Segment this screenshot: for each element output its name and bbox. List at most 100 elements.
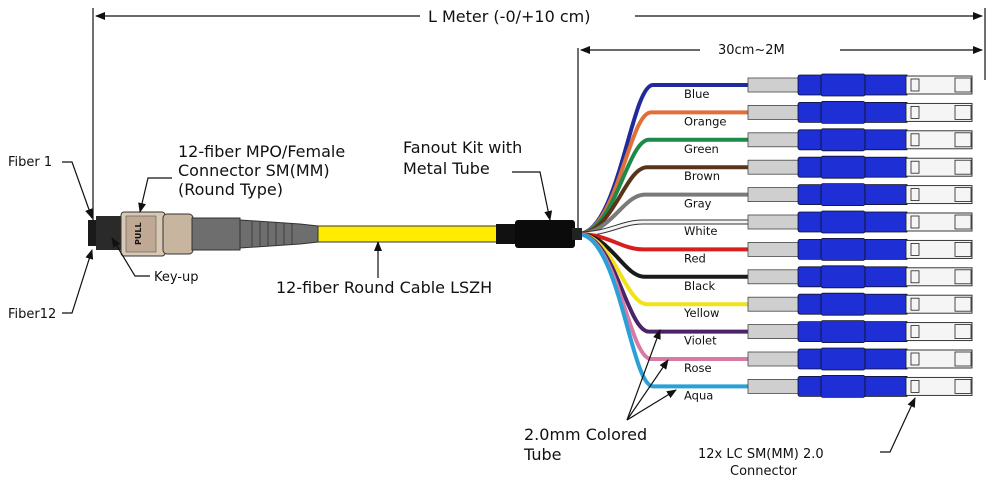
lc-boot: [747, 187, 801, 203]
lc-body-front: [864, 102, 908, 123]
lc-latch-detail: [910, 78, 920, 92]
lc-latch-detail: [910, 270, 920, 284]
length-label: L Meter (-0/+10 cm): [428, 7, 591, 26]
lc-body: [820, 210, 866, 234]
lc-body-rear: [797, 321, 823, 343]
lc-body-rear: [797, 238, 823, 260]
breakout-dimension: 30cm~2M: [577, 43, 983, 240]
fiber-blue: Blue: [577, 73, 973, 236]
fiber-white: White: [577, 210, 973, 238]
lc-body: [820, 265, 866, 289]
lc-leader: [880, 397, 916, 453]
lc-body-rear: [797, 266, 823, 288]
lc-boot: [747, 296, 801, 312]
lc-latch-detail: [910, 352, 920, 366]
lc-boot: [747, 77, 801, 93]
lc-latch-detail: [910, 325, 920, 339]
key-up-label: Key-up: [154, 270, 199, 285]
tube-label-line1: 2.0mm Colored: [524, 425, 647, 444]
lc-body-rear: [797, 375, 823, 397]
lc-latch-detail: [910, 106, 920, 119]
lc-boot: [747, 132, 801, 148]
lc-latch: [905, 376, 973, 396]
lc-latch-detail: [910, 188, 920, 202]
lc-body-front: [864, 348, 908, 370]
fiber-color-label: Blue: [684, 87, 709, 101]
lc-body-front: [864, 293, 908, 315]
lc-boot: [747, 241, 801, 257]
fiber-color-label: Aqua: [684, 388, 713, 402]
lc-body-front: [864, 321, 908, 343]
lc-latch-detail: [910, 297, 920, 311]
lc-body: [820, 292, 866, 316]
lc-latch-detail: [910, 160, 920, 174]
fiber1-label: Fiber 1: [8, 155, 52, 170]
lc-body-rear: [797, 293, 823, 315]
lc-body: [820, 101, 866, 124]
fiber-color-label: Green: [684, 142, 719, 156]
lc-latch: [905, 267, 973, 287]
lc-latch: [905, 102, 973, 122]
lc-latch: [905, 75, 973, 95]
mpo-label-line1: 12-fiber MPO/Female: [178, 142, 345, 161]
fanout-label-line1: Fanout Kit with: [403, 138, 522, 157]
fiber-aqua: Aqua: [577, 232, 973, 402]
mpo-label-line2: Connector SM(MM): [178, 161, 330, 180]
lc-ferrule: [954, 77, 972, 93]
lc-body-rear: [797, 211, 823, 233]
fiber-color-label: Gray: [684, 197, 712, 211]
lc-latch-detail: [910, 215, 920, 229]
lc-latch-detail: [910, 133, 920, 147]
lc-body-front: [864, 238, 908, 260]
pull-label: PULL: [134, 222, 143, 245]
lc-label-line1: 12x LC SM(MM) 2.0: [698, 447, 824, 462]
lc-ferrule: [954, 105, 972, 120]
lc-boot: [747, 378, 801, 394]
lc-body-front: [864, 375, 908, 397]
lc-body: [820, 347, 866, 371]
lc-boot: [747, 214, 801, 230]
lc-body: [820, 183, 866, 207]
lc-boot: [747, 159, 801, 175]
mpo-connector: PULL: [88, 211, 319, 257]
lc-boot: [747, 351, 801, 367]
fanout-label-line2: Metal Tube: [403, 159, 490, 178]
lc-latch: [905, 239, 973, 259]
fiber-color-label: Yellow: [683, 306, 719, 320]
lc-ferrule: [954, 296, 972, 312]
lc-latch-detail: [910, 242, 920, 256]
lc-body-front: [864, 74, 908, 96]
lc-label-line2: Connector: [730, 464, 798, 479]
lc-ferrule: [954, 269, 972, 285]
fiber-breakout-group: BlueOrangeGreenBrownGrayWhiteRedBlackYel…: [577, 73, 973, 402]
lc-boot: [747, 105, 801, 120]
fiber-red: Red: [577, 232, 973, 265]
fiber12-label: Fiber12: [8, 307, 56, 322]
lc-latch: [905, 212, 973, 232]
lc-latch: [905, 349, 973, 369]
fiber-brown: Brown: [577, 155, 973, 236]
fiber-yellow: Yellow: [577, 232, 973, 320]
lc-ferrule: [954, 214, 972, 230]
lc-latch: [905, 130, 973, 150]
tube-leaders: [626, 329, 677, 421]
fiber-color-label: Black: [684, 279, 715, 293]
lc-body-front: [864, 211, 908, 233]
lc-latch: [905, 294, 973, 314]
mpo-label-line3: (Round Type): [178, 180, 283, 199]
fiber-color-label: White: [684, 224, 717, 238]
lc-body: [820, 320, 866, 344]
lc-ferrule: [954, 132, 972, 148]
cable-label: 12-fiber Round Cable LSZH: [276, 278, 492, 297]
lc-body: [820, 237, 866, 261]
lc-boot: [747, 324, 801, 340]
lc-latch: [905, 322, 973, 342]
lc-ferrule: [954, 159, 972, 175]
fiber-color-label: Rose: [684, 361, 712, 375]
lc-body: [820, 155, 866, 179]
lc-body-front: [864, 156, 908, 178]
lc-body-front: [864, 266, 908, 288]
lc-ferrule: [954, 351, 972, 367]
